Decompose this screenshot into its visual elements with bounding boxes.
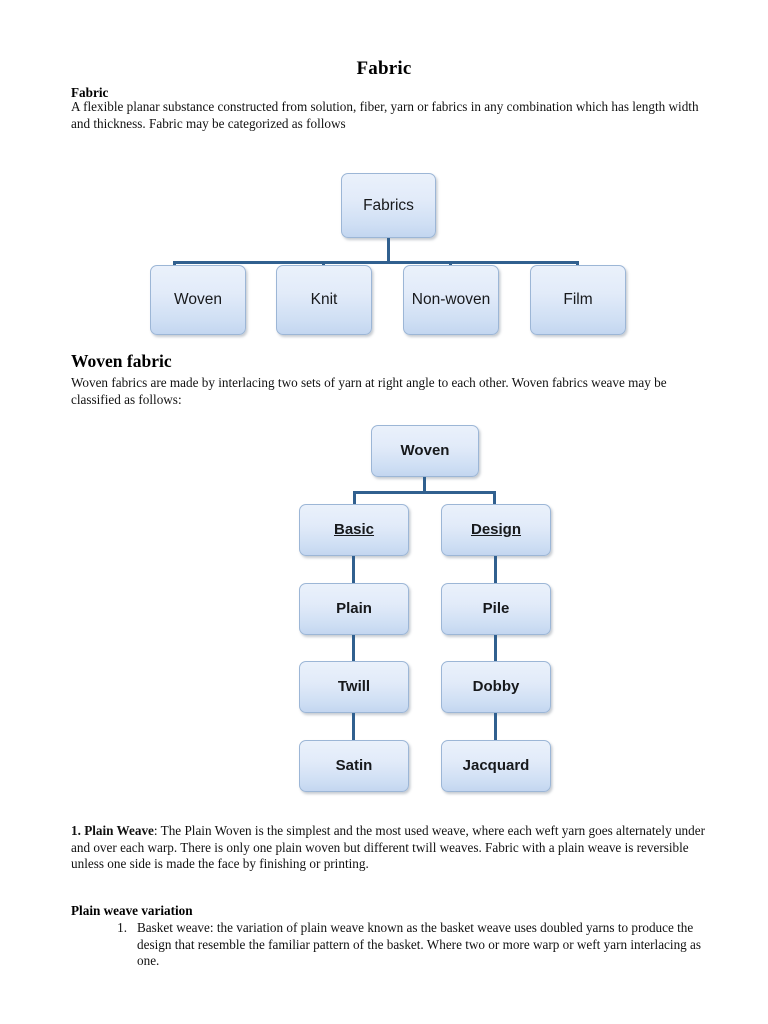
flow-node-woven-root[interactable]: Woven xyxy=(371,425,479,477)
list-item-number: 1. xyxy=(117,920,127,935)
connector-drop-basic xyxy=(353,491,356,506)
flow-node-design[interactable]: Design xyxy=(441,504,551,556)
flow-node-pile[interactable]: Pile xyxy=(441,583,551,635)
flow-node-label: Film xyxy=(563,291,593,308)
connector-fabrics-bus xyxy=(173,261,579,264)
flow-node-label: Twill xyxy=(337,678,371,695)
section-body-woven-fabric: Woven fabrics are made by interlacing tw… xyxy=(71,375,667,407)
flow-node-label: Design xyxy=(470,521,521,538)
plain-weave-body: : The Plain Woven is the simplest and th… xyxy=(71,823,705,872)
connector-pile-dobby xyxy=(494,635,497,662)
flow-node-label: Non-woven xyxy=(411,291,491,308)
flow-node-label: Fabrics xyxy=(363,196,414,214)
list-item-text: Basket weave: the variation of plain wea… xyxy=(137,920,702,969)
flow-node-label: Basic xyxy=(333,521,375,538)
connector-twill-satin xyxy=(352,713,355,740)
flow-node-fabrics[interactable]: Fabrics xyxy=(341,173,436,238)
list-item: 1. Basket weave: the variation of plain … xyxy=(101,920,705,970)
flow-node-satin[interactable]: Satin xyxy=(299,740,409,792)
flow-node-nonwoven[interactable]: Non-woven xyxy=(403,265,499,335)
plain-weave-label: 1. Plain Weave xyxy=(71,823,154,838)
flow-node-knit[interactable]: Knit xyxy=(276,265,372,335)
connector-fabrics-stem xyxy=(387,238,390,262)
flow-node-basic[interactable]: Basic xyxy=(299,504,409,556)
flow-node-label: Dobby xyxy=(472,678,520,695)
connector-woven-stem xyxy=(423,477,426,492)
flow-node-label: Woven xyxy=(400,442,450,459)
flow-node-label: Jacquard xyxy=(462,757,530,774)
connector-design-pile xyxy=(494,556,497,583)
section-heading-plain-weave-variation: Plain weave variation xyxy=(71,903,193,918)
connector-dobby-jacquard xyxy=(494,713,497,740)
flow-node-woven[interactable]: Woven xyxy=(150,265,246,335)
connector-plain-twill xyxy=(352,635,355,662)
flow-node-plain[interactable]: Plain xyxy=(299,583,409,635)
flow-node-twill[interactable]: Twill xyxy=(299,661,409,713)
section-heading-fabric: Fabric xyxy=(71,85,109,100)
flow-node-label: Satin xyxy=(335,757,373,774)
section-heading-woven-fabric: Woven fabric xyxy=(71,351,172,371)
section-plain-weave: 1. Plain Weave: The Plain Woven is the s… xyxy=(71,823,705,873)
flow-node-label: Knit xyxy=(310,291,338,308)
flow-node-label: Woven xyxy=(174,291,222,308)
flow-node-label: Plain xyxy=(336,600,372,617)
flow-node-label: Pile xyxy=(482,600,510,617)
page-title: Fabric xyxy=(356,58,412,79)
flow-node-dobby[interactable]: Dobby xyxy=(441,661,551,713)
flow-node-film[interactable]: Film xyxy=(530,265,626,335)
flow-node-jacquard[interactable]: Jacquard xyxy=(441,740,551,792)
connector-woven-bus xyxy=(353,491,496,494)
section-body-fabric: A flexible planar substance constructed … xyxy=(71,99,699,131)
connector-basic-plain xyxy=(352,556,355,583)
connector-drop-design xyxy=(493,491,496,506)
